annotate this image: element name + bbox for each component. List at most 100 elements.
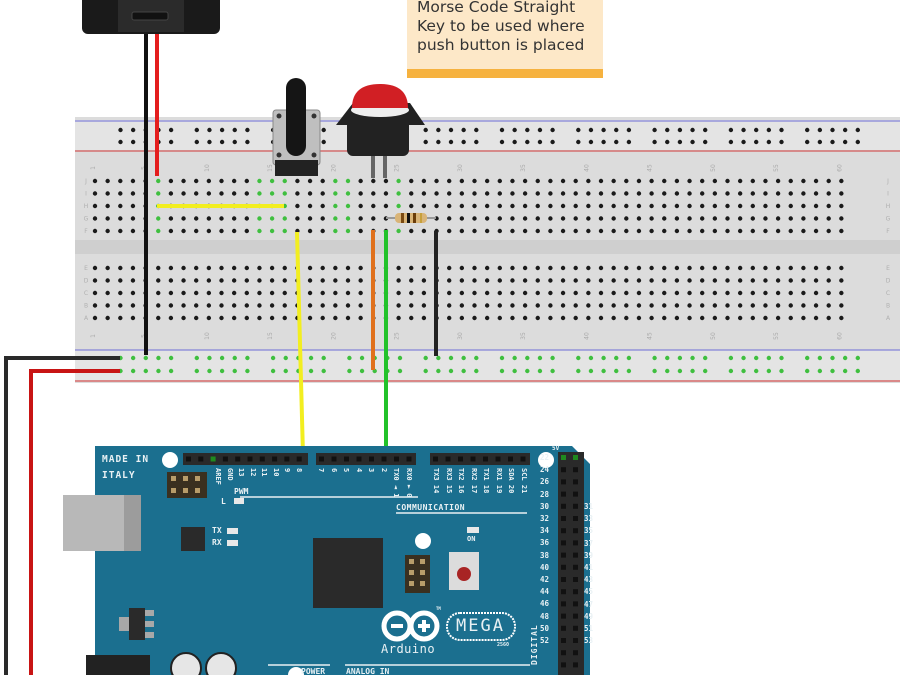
rail-hole[interactable]: [665, 368, 670, 374]
breadboard-hole[interactable]: [548, 315, 553, 321]
breadboard-hole[interactable]: [219, 178, 224, 184]
breadboard-hole[interactable]: [168, 303, 174, 308]
breadboard-hole[interactable]: [118, 228, 123, 234]
breadboard-hole[interactable]: [573, 178, 578, 184]
breadboard-hole[interactable]: [358, 303, 363, 308]
breadboard-hole[interactable]: [649, 265, 654, 271]
rail-hole[interactable]: [474, 127, 479, 133]
breadboard-hole[interactable]: [333, 303, 338, 308]
breadboard-hole[interactable]: [674, 278, 680, 283]
rail-hole[interactable]: [512, 355, 517, 361]
breadboard-hole[interactable]: [497, 191, 502, 196]
breadboard-hole[interactable]: [624, 216, 629, 221]
rail-hole[interactable]: [436, 127, 441, 133]
breadboard-hole[interactable]: [535, 290, 540, 296]
breadboard-hole[interactable]: [839, 290, 844, 296]
breadboard-hole[interactable]: [269, 278, 275, 283]
breadboard-hole[interactable]: [725, 178, 730, 184]
breadboard-hole[interactable]: [775, 178, 781, 184]
rail-hole[interactable]: [601, 355, 606, 361]
rail-hole[interactable]: [741, 368, 746, 374]
breadboard-hole[interactable]: [674, 216, 680, 221]
breadboard-hole[interactable]: [510, 303, 515, 308]
breadboard-hole[interactable]: [598, 303, 604, 308]
rail-hole[interactable]: [626, 355, 632, 361]
header-pin[interactable]: [561, 479, 566, 485]
rail-hole[interactable]: [588, 139, 594, 145]
breadboard-hole[interactable]: [839, 278, 844, 283]
header-pin[interactable]: [319, 456, 324, 462]
breadboard-hole[interactable]: [712, 178, 718, 184]
rail-hole[interactable]: [499, 368, 505, 374]
header-pin[interactable]: [573, 516, 578, 521]
rail-hole[interactable]: [601, 127, 606, 133]
breadboard-hole[interactable]: [181, 178, 186, 184]
header-pin[interactable]: [259, 456, 265, 462]
breadboard-hole[interactable]: [421, 203, 427, 209]
breadboard-hole[interactable]: [320, 265, 325, 271]
rail-hole[interactable]: [461, 127, 466, 133]
rail-hole[interactable]: [525, 355, 530, 361]
rail-hole[interactable]: [754, 355, 759, 361]
breadboard-hole[interactable]: [624, 203, 629, 209]
header-pin[interactable]: [445, 456, 451, 462]
breadboard-hole[interactable]: [662, 178, 667, 184]
breadboard-hole[interactable]: [206, 191, 212, 196]
breadboard-hole[interactable]: [725, 228, 730, 234]
header-pin[interactable]: [331, 456, 337, 462]
breadboard-hole[interactable]: [244, 191, 249, 196]
breadboard-hole[interactable]: [788, 278, 793, 283]
breadboard-hole[interactable]: [750, 203, 755, 209]
rail-hole[interactable]: [347, 368, 352, 374]
breadboard-hole[interactable]: [231, 228, 237, 234]
rail-hole[interactable]: [232, 368, 237, 374]
breadboard-hole[interactable]: [484, 191, 490, 196]
breadboard-hole[interactable]: [194, 228, 199, 234]
breadboard-hole[interactable]: [813, 278, 819, 283]
rail-hole[interactable]: [855, 355, 860, 361]
rail-hole[interactable]: [550, 127, 555, 133]
header-pin[interactable]: [573, 638, 578, 643]
rail-hole[interactable]: [614, 368, 619, 374]
breadboard-hole[interactable]: [687, 303, 692, 308]
breadboard-hole[interactable]: [181, 315, 186, 321]
breadboard-hole[interactable]: [358, 178, 363, 184]
breadboard-hole[interactable]: [839, 315, 844, 321]
rail-hole[interactable]: [805, 368, 810, 374]
breadboard-hole[interactable]: [396, 315, 401, 321]
breadboard-hole[interactable]: [687, 265, 692, 271]
breadboard-hole[interactable]: [484, 303, 490, 308]
breadboard-hole[interactable]: [118, 178, 123, 184]
breadboard-hole[interactable]: [409, 315, 414, 321]
breadboard-hole[interactable]: [130, 303, 136, 308]
breadboard-hole[interactable]: [459, 191, 465, 196]
rail-hole[interactable]: [130, 127, 136, 133]
breadboard-hole[interactable]: [788, 265, 793, 271]
breadboard-hole[interactable]: [775, 290, 781, 296]
header-pin[interactable]: [573, 601, 578, 607]
breadboard-hole[interactable]: [687, 203, 692, 209]
breadboard-hole[interactable]: [725, 315, 730, 321]
breadboard-hole[interactable]: [194, 290, 199, 296]
breadboard-hole[interactable]: [497, 216, 502, 221]
header-pin[interactable]: [573, 564, 578, 570]
breadboard-hole[interactable]: [497, 278, 502, 283]
rail-hole[interactable]: [842, 355, 848, 361]
breadboard-hole[interactable]: [826, 265, 831, 271]
breadboard-hole[interactable]: [788, 228, 793, 234]
breadboard-hole[interactable]: [295, 216, 300, 221]
breadboard-hole[interactable]: [725, 290, 730, 296]
breadboard-hole[interactable]: [573, 290, 578, 296]
breadboard-hole[interactable]: [788, 216, 793, 221]
breadboard-hole[interactable]: [358, 278, 363, 283]
breadboard-hole[interactable]: [737, 315, 743, 321]
rail-hole[interactable]: [321, 139, 326, 145]
breadboard-hole[interactable]: [725, 303, 730, 308]
breadboard-hole[interactable]: [535, 203, 540, 209]
breadboard-hole[interactable]: [105, 178, 110, 184]
breadboard-hole[interactable]: [674, 228, 680, 234]
rail-hole[interactable]: [588, 127, 594, 133]
breadboard-hole[interactable]: [307, 265, 313, 271]
breadboard-hole[interactable]: [156, 303, 161, 308]
breadboard-hole[interactable]: [345, 203, 351, 209]
